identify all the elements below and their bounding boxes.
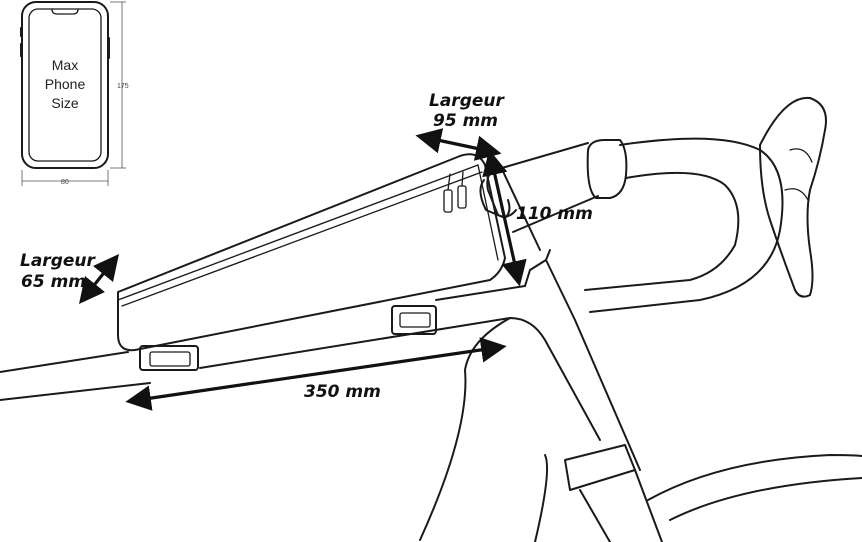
top-tube-upper-right [435, 285, 526, 301]
top-tube-upper-left [0, 351, 129, 373]
fork-blade-right [634, 469, 663, 542]
head-tube-front [545, 259, 641, 471]
phone-illustration: 175 80 Max Phone Size [20, 1, 129, 186]
top-tube-lower-left [0, 382, 151, 401]
brake-hood [759, 96, 827, 298]
width-95-arrow [415, 128, 502, 161]
largeur-95-word: Largeur [429, 91, 505, 111]
top-tube-bag [117, 153, 511, 371]
stem-bottom [512, 195, 599, 233]
zip-puller-cords [447, 171, 464, 191]
zip-puller-2 [457, 185, 467, 209]
head-tube-lower-cup [564, 444, 636, 491]
strap-rear-buckle [149, 351, 191, 367]
phone-label-line-2: Phone [45, 76, 86, 92]
bag-zip-line [117, 164, 479, 301]
stem-top [494, 142, 589, 171]
phone-label-line-3: Size [51, 95, 78, 111]
phone-notch [51, 8, 79, 15]
top-tube-lower-line [199, 317, 601, 441]
front-wheel-inner [669, 477, 862, 521]
zip-puller-1 [443, 189, 453, 213]
length-350-arrow [125, 337, 507, 411]
height-110-arrow [482, 149, 527, 287]
phone-outer-body [21, 1, 109, 169]
phone-height-label: 175 [117, 83, 129, 90]
brake-hood-detail-2 [784, 188, 809, 201]
phone-label-line-1: Max [52, 57, 78, 73]
height-110-value: 110 mm [516, 204, 593, 224]
fork-blade-left [579, 489, 611, 542]
handlebar-inner [584, 171, 740, 291]
handlebar-clamp [586, 139, 628, 199]
length-350-value: 350 mm [304, 382, 381, 402]
brake-hood-detail-1 [789, 148, 813, 163]
largeur-95-value: 95 mm [433, 111, 498, 131]
front-wheel-outer [647, 454, 862, 501]
headtube-join-upper [524, 249, 551, 287]
bag-zip-line-2 [121, 171, 483, 307]
velcro-strap-front [391, 305, 437, 335]
largeur-65-value: 65 mm [21, 272, 86, 292]
down-tube-inner-line [534, 454, 549, 542]
strap-front-buckle [399, 312, 431, 328]
phone-screen [28, 8, 102, 162]
phone-width-label: 80 [61, 179, 69, 186]
velcro-strap-rear [139, 345, 199, 371]
largeur-65-word: Largeur [20, 251, 96, 271]
strap-front-body [391, 305, 437, 335]
zip-pullers [443, 171, 467, 213]
bag-outer-body [117, 153, 506, 352]
bike-frame [0, 96, 862, 542]
width-65-arrow [79, 254, 119, 304]
handlebar-outer [589, 137, 784, 313]
